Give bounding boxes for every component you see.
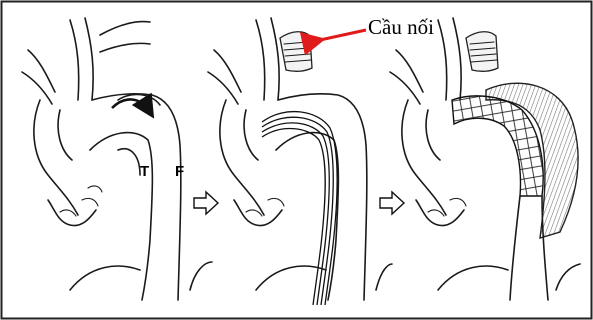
panel-1-dissection: T F [22,18,212,300]
bridge-callout: Cầu nối [320,15,434,40]
bypass-graft [280,32,312,72]
callout-arrow-icon [320,30,366,40]
step-arrow-icon [380,192,404,214]
bypass-graft [466,32,498,72]
panel-3-stent-graft-deployed [390,18,580,300]
step-arrow-icon [194,192,218,214]
false-lumen-label: F [175,163,184,180]
flow-arrow-icon [112,99,150,112]
delivery-catheter [262,112,337,305]
callout-text: Cầu nối [368,15,434,39]
panel-2-wire-placement [208,18,392,305]
true-lumen-label: T [140,163,149,180]
